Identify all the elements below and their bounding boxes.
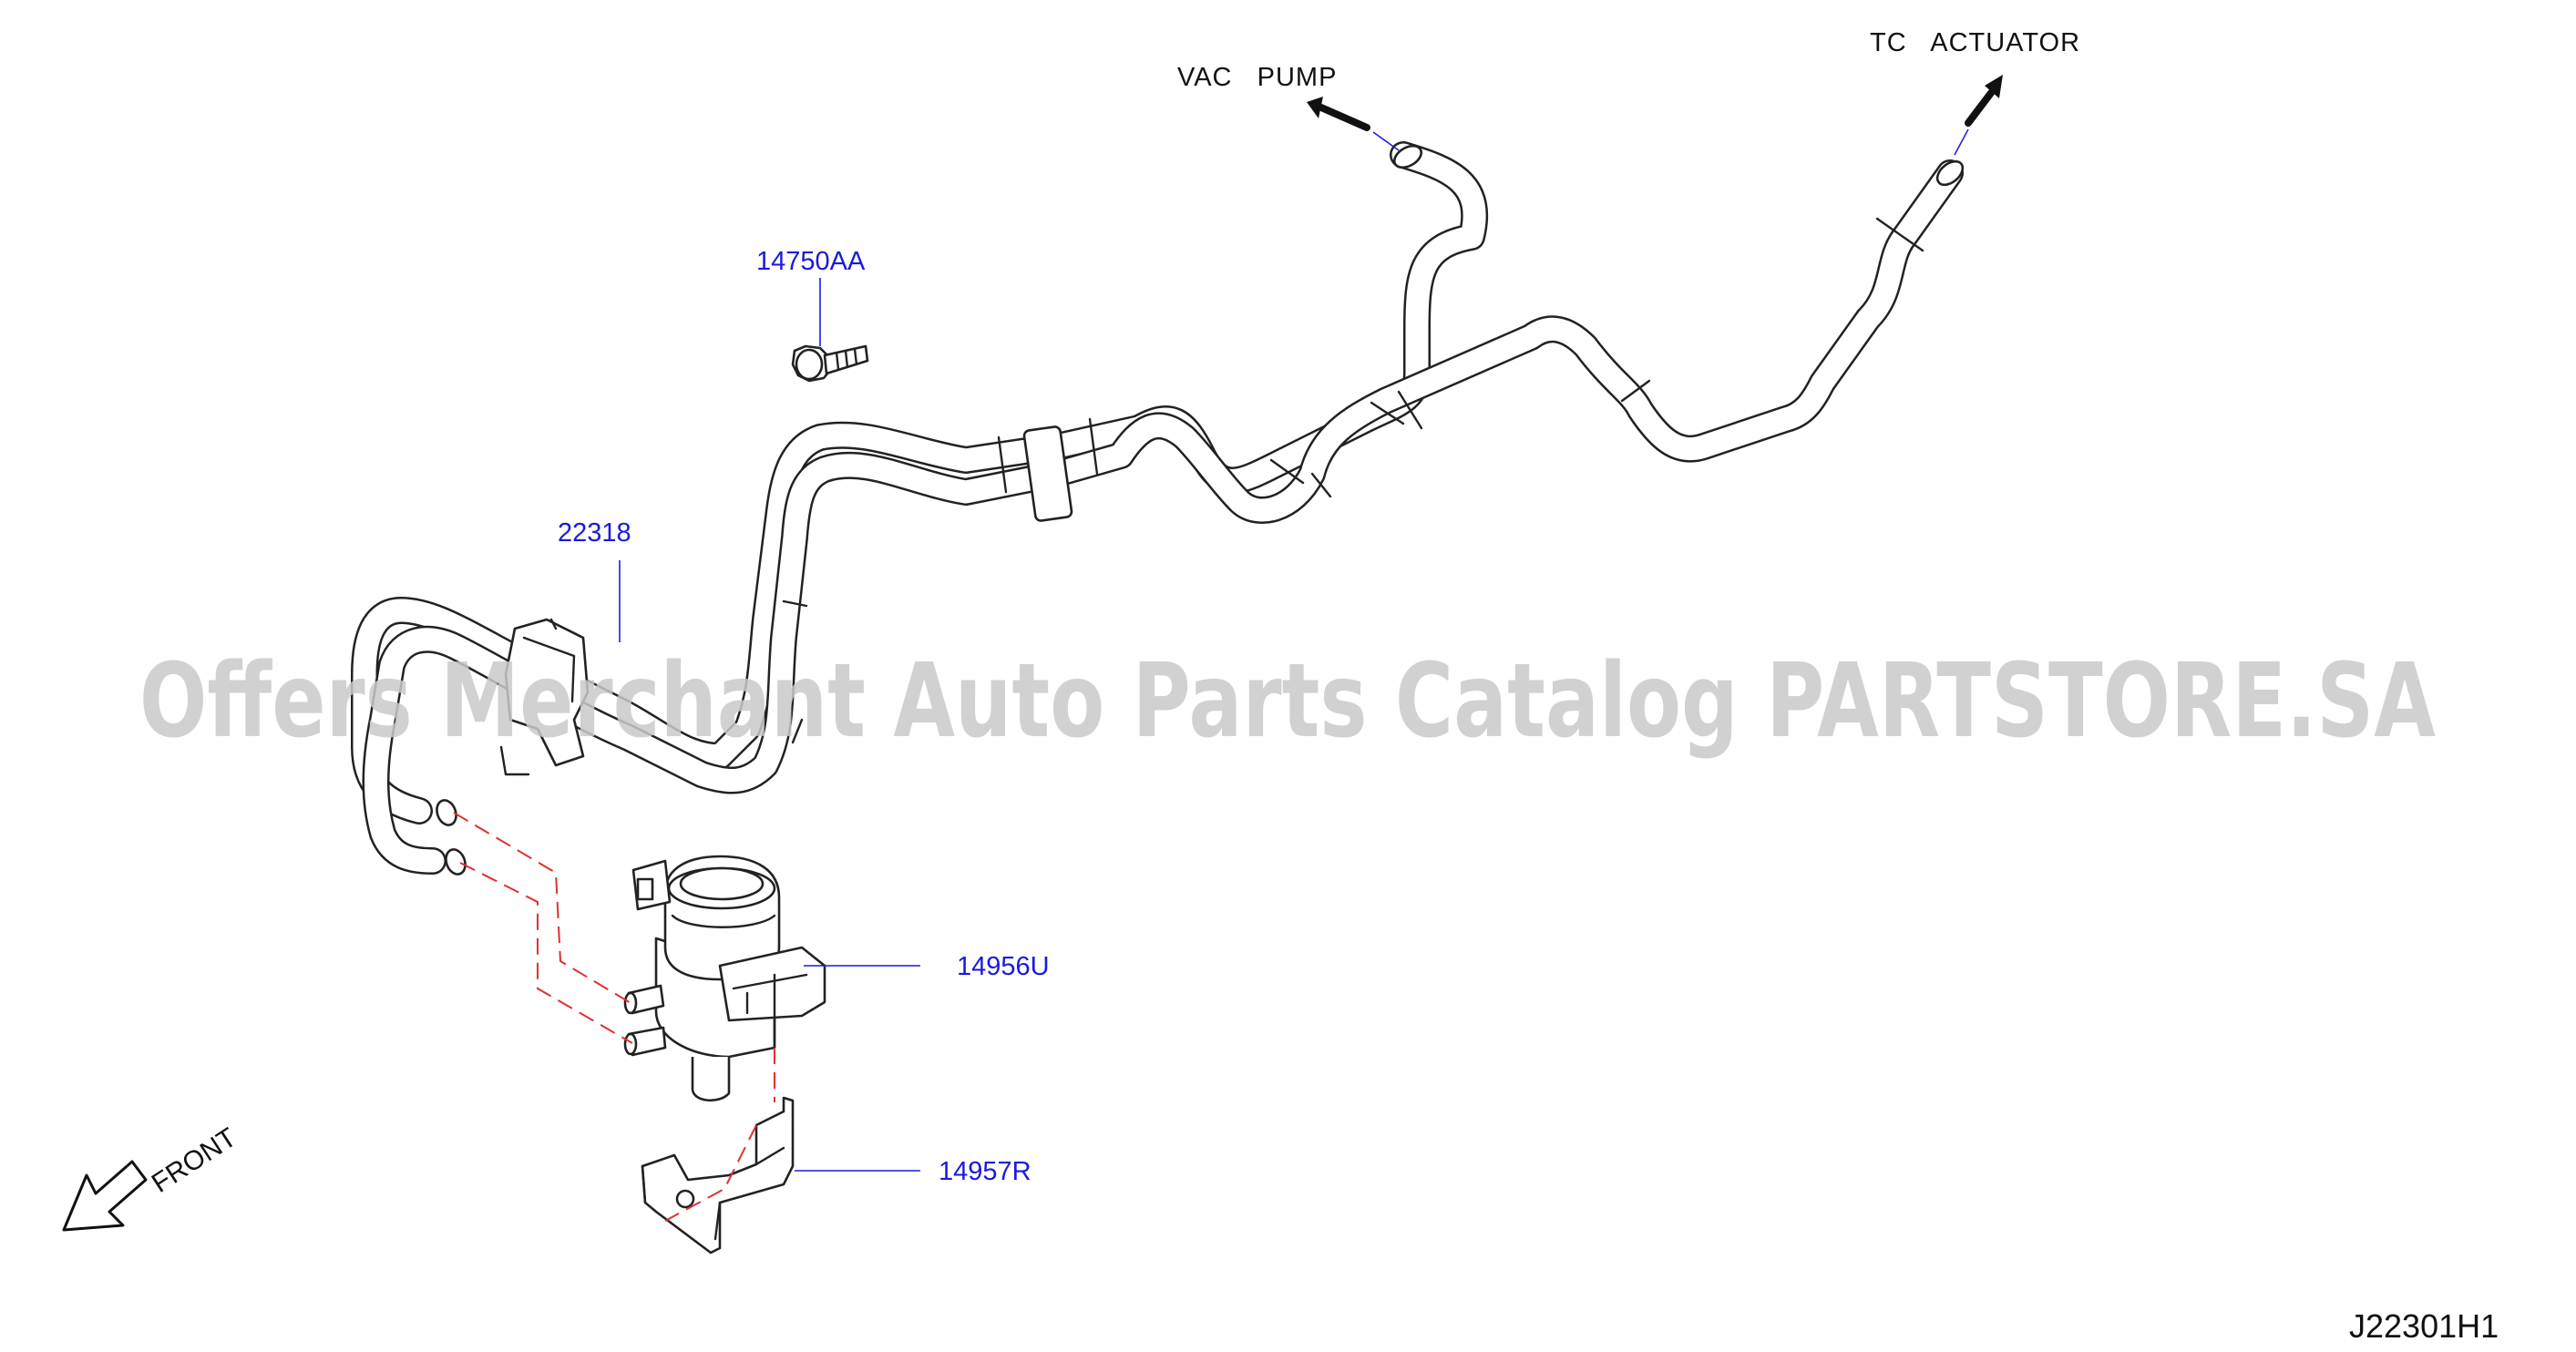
- leader-lines: [619, 278, 920, 1172]
- diagram-code: J22301H1: [2349, 1307, 2499, 1345]
- watermark: Offers Merchant Auto Parts Catalog PARTS…: [139, 642, 2436, 761]
- part-number-solenoid[interactable]: 14956U: [957, 952, 1050, 981]
- connection-lines: [453, 812, 775, 1222]
- tc-actuator-arrow-icon: [1954, 75, 2003, 156]
- solenoid-valve-icon[interactable]: [623, 855, 826, 1101]
- part-number-bracket[interactable]: 14957R: [939, 1157, 1031, 1186]
- front-direction-label: FRONT: [147, 1122, 242, 1199]
- part-number-hose[interactable]: 22318: [558, 518, 631, 548]
- bracket-icon[interactable]: [641, 1096, 795, 1255]
- bolt-icon[interactable]: [791, 344, 869, 383]
- tc-actuator-label: TC ACTUATOR: [1870, 28, 2080, 57]
- part-number-bolt[interactable]: 14750AA: [756, 247, 866, 276]
- vac-pump-label: VAC PUMP: [1177, 63, 1337, 92]
- vacuum-hose-assembly[interactable]: [351, 141, 1967, 876]
- front-arrow-icon: [62, 1160, 148, 1232]
- vac-pump-arrow-icon: [1307, 97, 1400, 151]
